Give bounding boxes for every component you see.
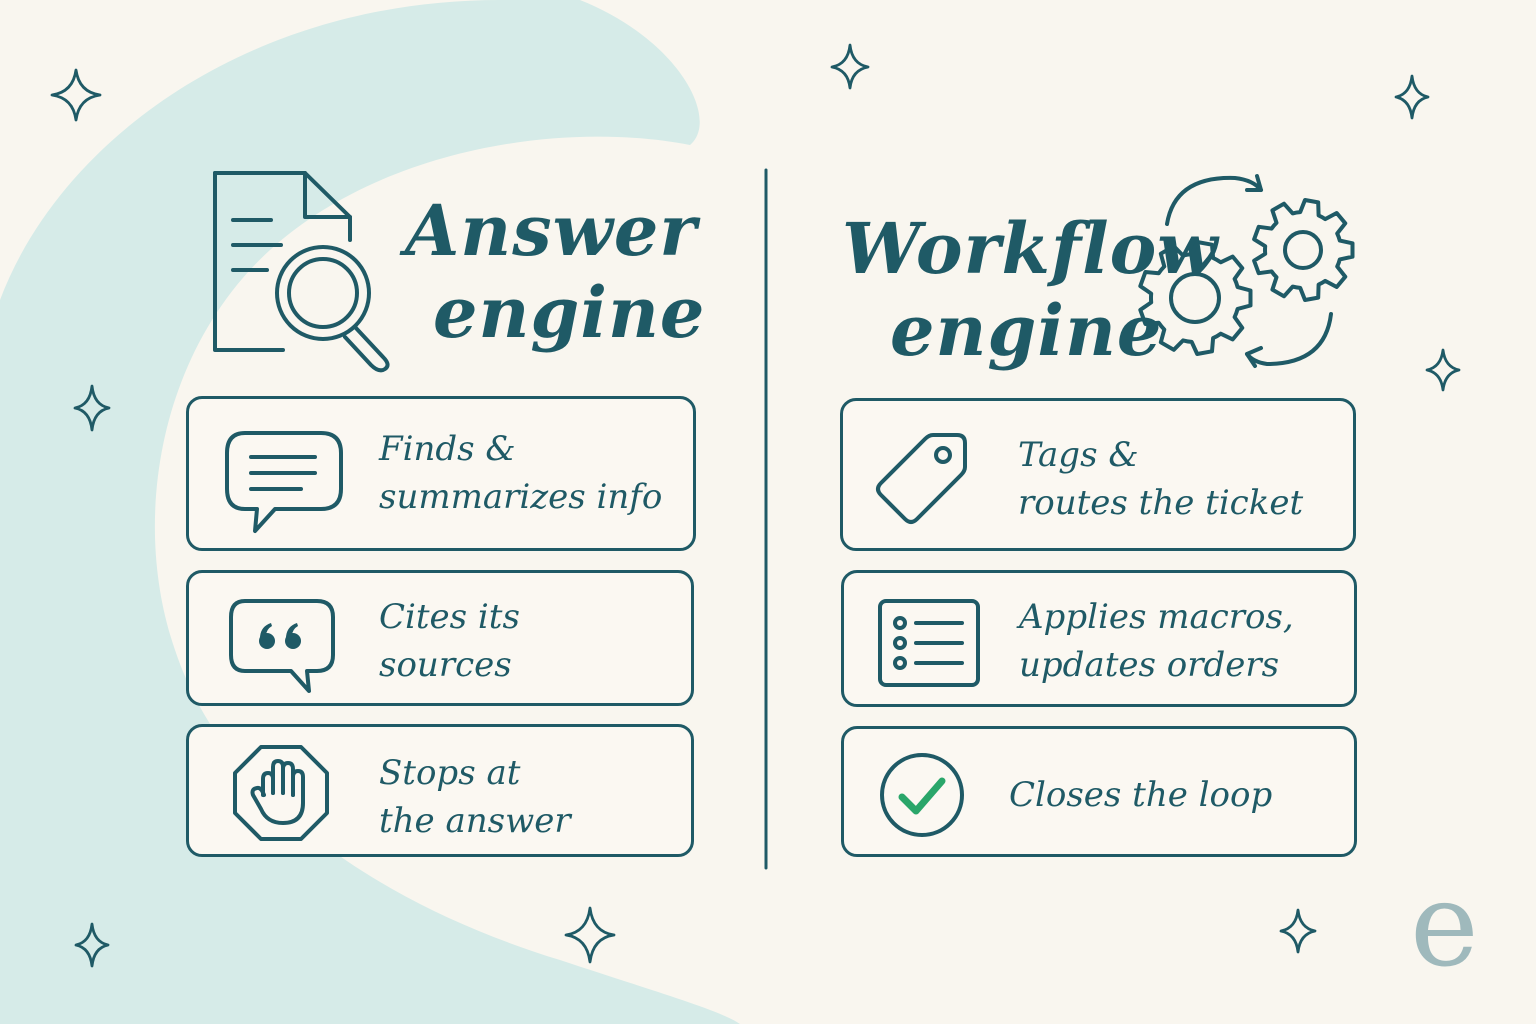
workflow-engine-title: Workflow engine [842,208,1219,372]
sparkle-icon [1279,908,1317,954]
sparkle-icon [1394,74,1430,120]
card-text-line: Stops at [379,753,521,793]
sparkle-icon [1425,348,1461,392]
card-cites-sources: Cites its sources [186,570,694,706]
card-text-line: Applies macros, [1019,597,1294,637]
title-line: Workflow [842,207,1219,290]
sparkle-icon [830,43,870,90]
card-closes-loop: Closes the loop [841,726,1357,857]
card-text-line: Closes the loop [1009,775,1273,815]
card-text-line: Tags & [1018,435,1139,475]
tag-icon [876,433,967,524]
card-text-line: summarizes info [379,477,663,517]
sparkle-icon [74,922,110,968]
card-applies-macros: Applies macros, updates orders [841,570,1357,707]
card-text-line: updates orders [1019,645,1280,685]
sparkle-icon [564,906,616,964]
card-text-line: the answer [379,801,571,841]
sparkle-icon [73,384,111,432]
brand-logo: e [1410,858,1479,993]
document-magnifier-icon [213,171,390,373]
answer-engine-title: Answer engine [405,190,705,354]
card-stops-answer: Stops at the answer [186,724,694,857]
quote-bubble-icon [229,599,335,693]
background-blob [0,0,740,1024]
check-circle-icon [880,753,964,837]
card-tags-routes: Tags & routes the ticket [840,398,1356,551]
card-finds-summarizes: Finds & summarizes info [186,396,696,551]
card-text-line: Cites its [379,597,520,637]
card-text-line: Finds & [379,429,516,469]
card-text-line: sources [379,645,512,685]
gear-icon [1138,240,1253,356]
title-line: engine [433,271,706,354]
checklist-icon [878,599,980,687]
chat-bubble-icon [225,431,343,533]
sparkle-icon [50,68,102,122]
card-text-line: routes the ticket [1018,483,1304,523]
gear-icon [1252,198,1355,302]
stop-hand-icon [233,745,329,841]
title-line: engine [890,289,1163,372]
title-line: Answer [405,189,698,272]
gears-cycle-icon [1138,174,1355,368]
